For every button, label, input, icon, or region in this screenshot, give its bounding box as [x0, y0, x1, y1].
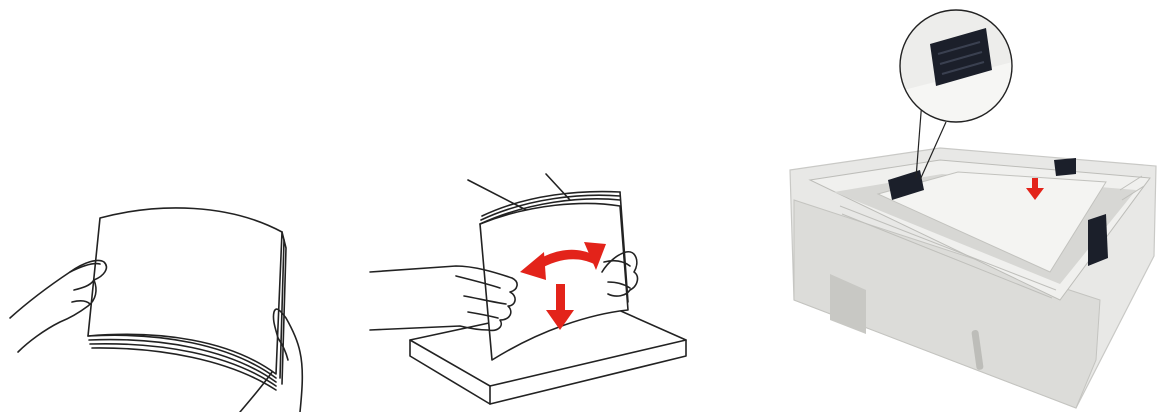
loaded-paper [876, 171, 1107, 273]
left-paper-guide [888, 170, 924, 200]
zoom-detail [900, 10, 1012, 122]
step-fan-paper-illustration [0, 0, 330, 412]
rear-paper-guide [1054, 158, 1076, 176]
right-paper-guide [1088, 214, 1108, 266]
fan-paper-drawing [9, 207, 304, 412]
step-flex-paper-illustration [360, 0, 690, 412]
zoom-circle [899, 9, 1013, 123]
step-tray-loaded-illustration [770, 0, 1166, 412]
flex-paper-drawing [369, 173, 687, 405]
paper-tray-drawing [789, 9, 1157, 409]
